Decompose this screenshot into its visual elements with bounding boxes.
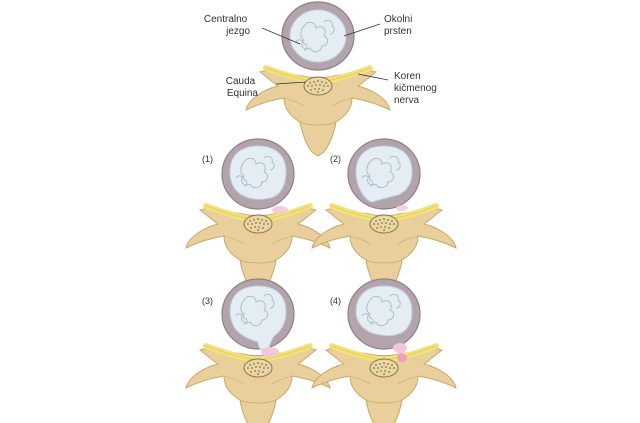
label-cauda-equina: Cauda Equina	[226, 76, 259, 99]
nucleus	[289, 9, 347, 63]
stage-2-disc	[311, 138, 457, 295]
stage-4-disc	[311, 278, 457, 423]
stage-label-2: (2)	[330, 154, 341, 164]
cauda-equina	[303, 76, 333, 96]
normal-disc	[245, 1, 391, 157]
stage-1-disc	[185, 138, 331, 295]
label-nucleus: Centralno jezgo	[204, 14, 251, 37]
stage-label-4: (4)	[330, 296, 341, 306]
stage-label-1: (1)	[202, 154, 213, 164]
label-annulus: Okolni prsten	[384, 14, 415, 37]
leader-lines	[261, 23, 389, 85]
stage-label-3: (3)	[202, 296, 213, 306]
stage-3-disc	[185, 278, 331, 423]
label-nerve-root: Koren kičmenog nerva	[394, 71, 440, 106]
